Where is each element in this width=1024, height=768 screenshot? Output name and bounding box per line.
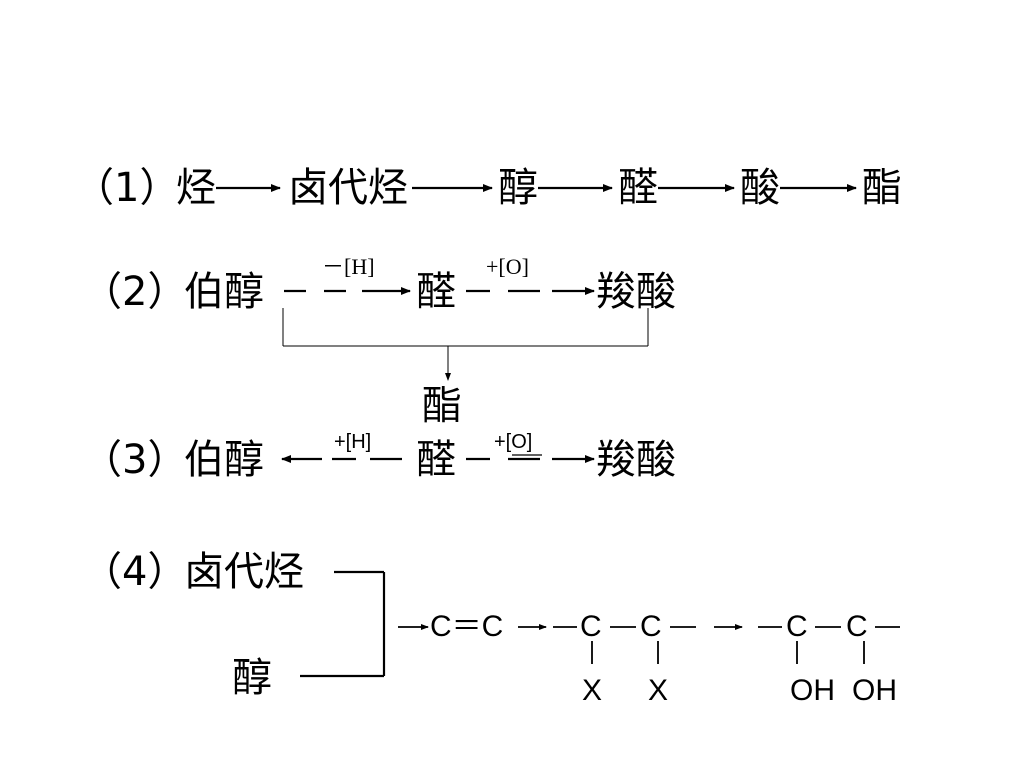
row4-haloalkane: 卤代烃 (184, 549, 304, 595)
row2-carboxylic-acid: 羧酸 (596, 269, 676, 315)
row1-ester: 酯 (862, 165, 902, 211)
row2-label: （2） (82, 269, 188, 315)
row1-label: （1） (74, 165, 180, 211)
row1-acid: 酸 (740, 165, 780, 211)
row4-halogen-1: X (582, 674, 603, 707)
row4-label: （4） (82, 549, 188, 595)
row2-primary-alcohol: 伯醇 (184, 269, 264, 315)
diol-bonds (758, 626, 900, 664)
row2-aldehyde: 醛 (416, 269, 456, 315)
row4-hydroxyl-1: OH (790, 674, 835, 707)
row4-dihalide-c1: C (580, 610, 602, 643)
ester-bracket (282, 308, 649, 381)
row1-hydrocarbon: 烃 (176, 165, 216, 211)
row3-primary-alcohol: 伯醇 (184, 437, 264, 483)
row2-ester-product: 酯 (422, 383, 462, 429)
row1-aldehyde: 醛 (618, 165, 658, 211)
row2-arrow1-label: －[H] (322, 254, 375, 279)
row4-diol-c1: C (786, 610, 808, 643)
row4-diol-c2: C (846, 610, 868, 643)
row2-arrow2-label: +[O] (486, 254, 529, 279)
dihalide-bonds (553, 626, 696, 664)
row3-label: （3） (82, 437, 188, 483)
row4-bracket (300, 570, 386, 678)
row3-aldehyde: 醛 (416, 437, 456, 483)
row1-haloalkane: 卤代烃 (288, 165, 408, 211)
row3-carboxylic-acid: 羧酸 (596, 437, 676, 483)
row4-halogen-2: X (648, 674, 669, 707)
row4-alcohol: 醇 (232, 655, 272, 701)
row4-alkene: C＝C (430, 610, 504, 643)
row4-dihalide-c2: C (640, 610, 662, 643)
row1-alcohol: 醇 (498, 165, 538, 211)
row3-arrow2-label: +[O] (494, 431, 533, 453)
row4-hydroxyl-2: OH (852, 674, 897, 707)
row3-arrow1-label: +[H] (334, 431, 372, 453)
